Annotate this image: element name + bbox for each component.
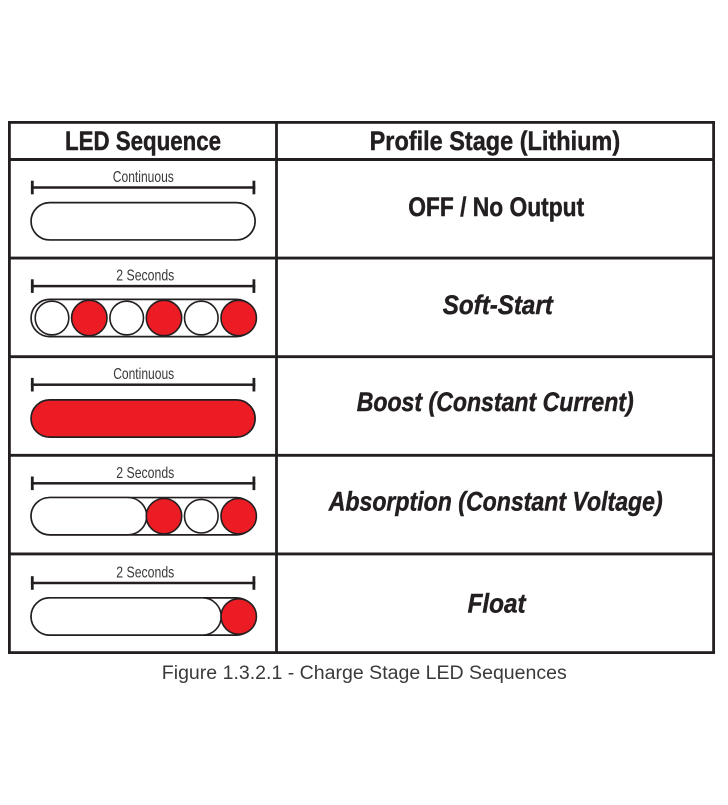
- svg-text:Absorption (Constant Voltage): Absorption (Constant Voltage): [328, 487, 663, 517]
- svg-text:2 Seconds: 2 Seconds: [116, 465, 174, 482]
- svg-text:Profile Stage (Lithium): Profile Stage (Lithium): [370, 126, 621, 156]
- svg-text:2 Seconds: 2 Seconds: [116, 268, 174, 285]
- svg-text:Soft-Start: Soft-Start: [443, 290, 554, 320]
- svg-text:LED Sequence: LED Sequence: [65, 126, 221, 156]
- svg-text:Float: Float: [468, 588, 527, 618]
- svg-text:Continuous: Continuous: [113, 366, 174, 383]
- svg-text:Continuous: Continuous: [113, 169, 174, 186]
- svg-text:2 Seconds: 2 Seconds: [116, 565, 174, 582]
- svg-text:Boost (Constant Current): Boost (Constant Current): [357, 387, 634, 417]
- svg-text:Figure 1.3.2.1 - Charge Stage: Figure 1.3.2.1 - Charge Stage LED Sequen…: [162, 663, 567, 684]
- svg-text:OFF / No Output: OFF / No Output: [408, 192, 584, 222]
